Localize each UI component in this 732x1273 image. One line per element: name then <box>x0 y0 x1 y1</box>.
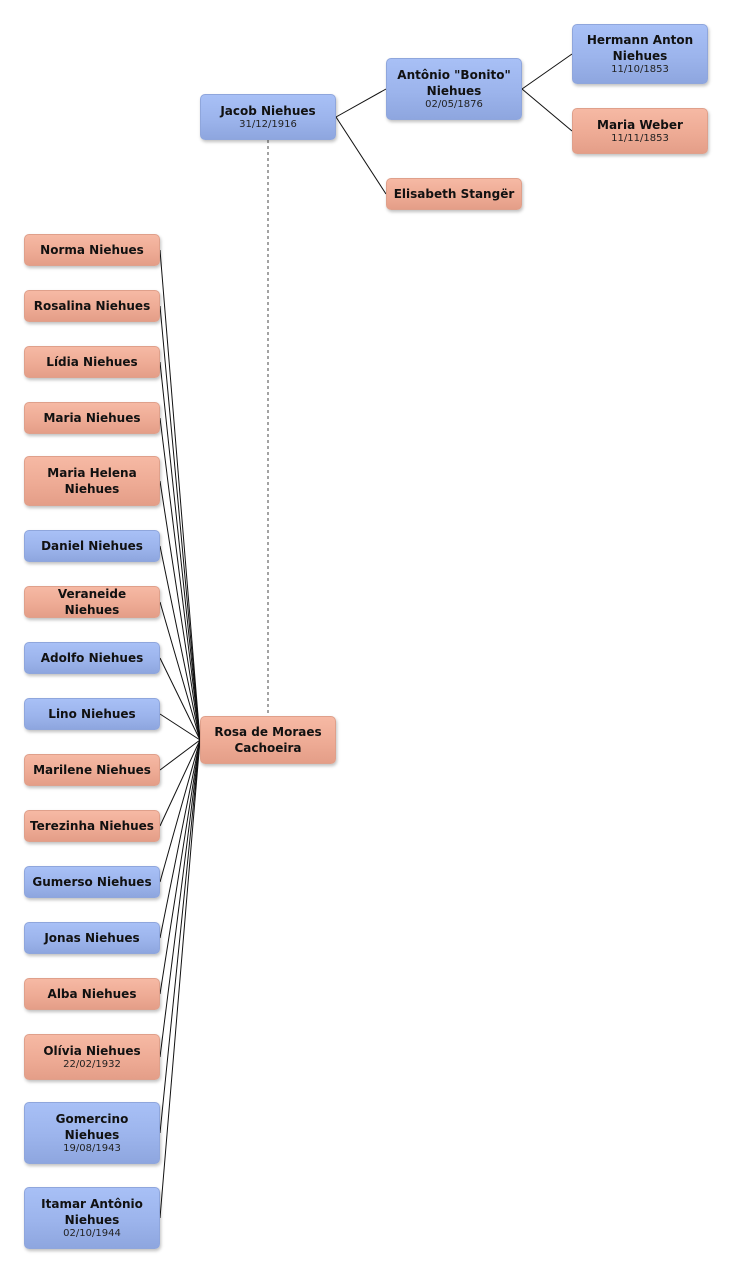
person-card-jacob[interactable]: Jacob Niehues 31/12/1916 <box>200 94 336 140</box>
person-name: Rosa de Moraes Cachoeira <box>214 725 322 755</box>
person-card-antonio[interactable]: Antônio "Bonito" Niehues 02/05/1876 <box>386 58 522 120</box>
parent-child-line <box>159 739 201 939</box>
child-name: Gomercino Niehues <box>55 1112 129 1142</box>
child-card[interactable]: Rosalina Niehues <box>24 290 160 322</box>
child-date: 22/02/1932 <box>63 1059 121 1070</box>
parent-child-line <box>159 739 201 1219</box>
person-card-rosa[interactable]: Rosa de Moraes Cachoeira <box>200 716 336 764</box>
child-name: Adolfo Niehues <box>40 651 144 665</box>
child-card[interactable]: Veraneide Niehues <box>24 586 160 618</box>
child-name: Rosalina Niehues <box>33 299 151 313</box>
person-date: 11/11/1853 <box>611 133 669 144</box>
child-card[interactable]: Daniel Niehues <box>24 530 160 562</box>
parent-child-line <box>159 657 201 741</box>
child-name: Gumerso Niehues <box>32 875 152 889</box>
child-name: Lídia Niehues <box>46 355 138 369</box>
parent-child-line <box>159 480 201 741</box>
child-card[interactable]: Maria Niehues <box>24 402 160 434</box>
child-card[interactable]: Lídia Niehues <box>24 346 160 378</box>
ancestor-link-line <box>335 116 387 195</box>
parent-child-line <box>159 601 201 741</box>
child-card[interactable]: Alba Niehues <box>24 978 160 1010</box>
child-date: 02/10/1944 <box>63 1228 121 1239</box>
child-date: 19/08/1943 <box>63 1143 121 1154</box>
parent-child-line <box>159 417 201 741</box>
child-card[interactable]: Marilene Niehues <box>24 754 160 786</box>
parent-child-line <box>159 739 201 883</box>
child-card[interactable]: Terezinha Niehues <box>24 810 160 842</box>
person-card-elisabeth[interactable]: Elisabeth Stangër <box>386 178 522 210</box>
person-name: Jacob Niehues <box>220 104 316 118</box>
child-card[interactable]: Jonas Niehues <box>24 922 160 954</box>
parent-child-line <box>159 739 201 1134</box>
child-name: Norma Niehues <box>40 243 144 257</box>
child-name: Marilene Niehues <box>33 763 151 777</box>
person-name: Elisabeth Stangër <box>393 187 515 201</box>
child-name: Maria Niehues <box>43 411 141 425</box>
person-card-maria-weber[interactable]: Maria Weber 11/11/1853 <box>572 108 708 154</box>
parent-child-line <box>159 249 201 741</box>
parent-child-line <box>159 739 201 827</box>
ancestor-link-line <box>521 53 573 90</box>
person-card-hermann[interactable]: Hermann Anton Niehues 11/10/1853 <box>572 24 708 84</box>
child-name: Itamar Antônio Niehues <box>41 1197 143 1227</box>
child-card[interactable]: Gumerso Niehues <box>24 866 160 898</box>
child-name: Maria Helena Niehues <box>47 466 137 496</box>
child-card[interactable]: Lino Niehues <box>24 698 160 730</box>
person-date: 02/05/1876 <box>425 99 483 110</box>
child-name: Jonas Niehues <box>44 931 140 945</box>
child-card[interactable]: Maria Helena Niehues <box>24 456 160 506</box>
child-name: Alba Niehues <box>47 987 137 1001</box>
parent-child-line <box>159 739 201 1058</box>
parent-child-line <box>159 545 201 741</box>
child-name: Veraneide Niehues <box>57 587 127 617</box>
child-card[interactable]: Adolfo Niehues <box>24 642 160 674</box>
person-name: Maria Weber <box>597 118 683 132</box>
parent-child-line <box>159 305 201 741</box>
child-card[interactable]: Norma Niehues <box>24 234 160 266</box>
parent-child-line <box>159 361 201 741</box>
ancestor-link-line <box>335 88 387 118</box>
ancestor-link-line <box>521 88 573 132</box>
person-date: 31/12/1916 <box>239 119 297 130</box>
person-name: Hermann Anton Niehues <box>586 33 694 63</box>
person-name: Antônio "Bonito" Niehues <box>397 68 511 98</box>
parent-child-line <box>159 739 201 771</box>
parent-child-line <box>159 739 201 995</box>
person-date: 11/10/1853 <box>611 64 669 75</box>
parent-child-line <box>159 713 201 741</box>
child-name: Olívia Niehues <box>43 1044 141 1058</box>
child-name: Daniel Niehues <box>41 539 143 553</box>
child-name: Terezinha Niehues <box>30 819 154 833</box>
child-name: Lino Niehues <box>48 707 136 721</box>
